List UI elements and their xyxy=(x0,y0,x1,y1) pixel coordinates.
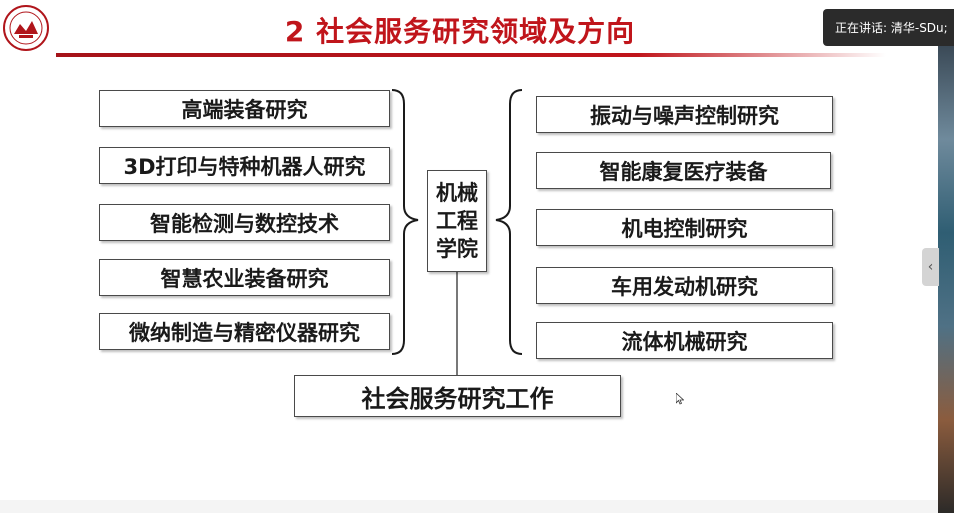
right-item-vibration-noise: 振动与噪声控制研究 xyxy=(536,96,833,133)
left-item-3d-printing-robots: 3D打印与特种机器人研究 xyxy=(99,147,390,184)
left-item-smart-agriculture: 智慧农业装备研究 xyxy=(99,259,390,296)
speaking-notification: 正在讲话: 清华-SDu; xyxy=(823,9,954,46)
bottom-node-social-service: 社会服务研究工作 xyxy=(294,375,621,417)
speaking-label: 正在讲话: 清华-SDu; xyxy=(835,21,948,35)
left-item-intelligent-detection: 智能检测与数控技术 xyxy=(99,204,390,241)
slide-bottom-bar xyxy=(0,500,938,513)
right-item-fluid-machinery: 流体机械研究 xyxy=(536,322,833,359)
title-underline xyxy=(56,53,886,57)
right-item-vehicle-engine: 车用发动机研究 xyxy=(536,267,833,304)
center-node-line-3: 学院 xyxy=(436,237,478,261)
center-node-line-2: 工程 xyxy=(436,209,478,233)
collapse-panel-button[interactable]: ‹ xyxy=(922,248,939,286)
university-seal-icon xyxy=(3,5,49,51)
right-brace xyxy=(495,89,523,355)
slide-title: 2 社会服务研究领域及方向 xyxy=(284,15,636,48)
side-panel-edge xyxy=(938,46,954,513)
center-node-school: 机械 工程 学院 xyxy=(427,170,487,272)
left-brace xyxy=(391,89,419,355)
chevron-left-icon: ‹ xyxy=(927,259,934,275)
left-item-micro-nano-manufacturing: 微纳制造与精密仪器研究 xyxy=(99,313,390,350)
left-item-high-end-equipment: 高端装备研究 xyxy=(99,90,390,127)
center-node-line-1: 机械 xyxy=(436,181,478,205)
right-item-rehab-medical: 智能康复医疗装备 xyxy=(536,152,831,189)
mouse-pointer-icon xyxy=(676,393,684,405)
right-item-electromechanical-control: 机电控制研究 xyxy=(536,209,833,246)
